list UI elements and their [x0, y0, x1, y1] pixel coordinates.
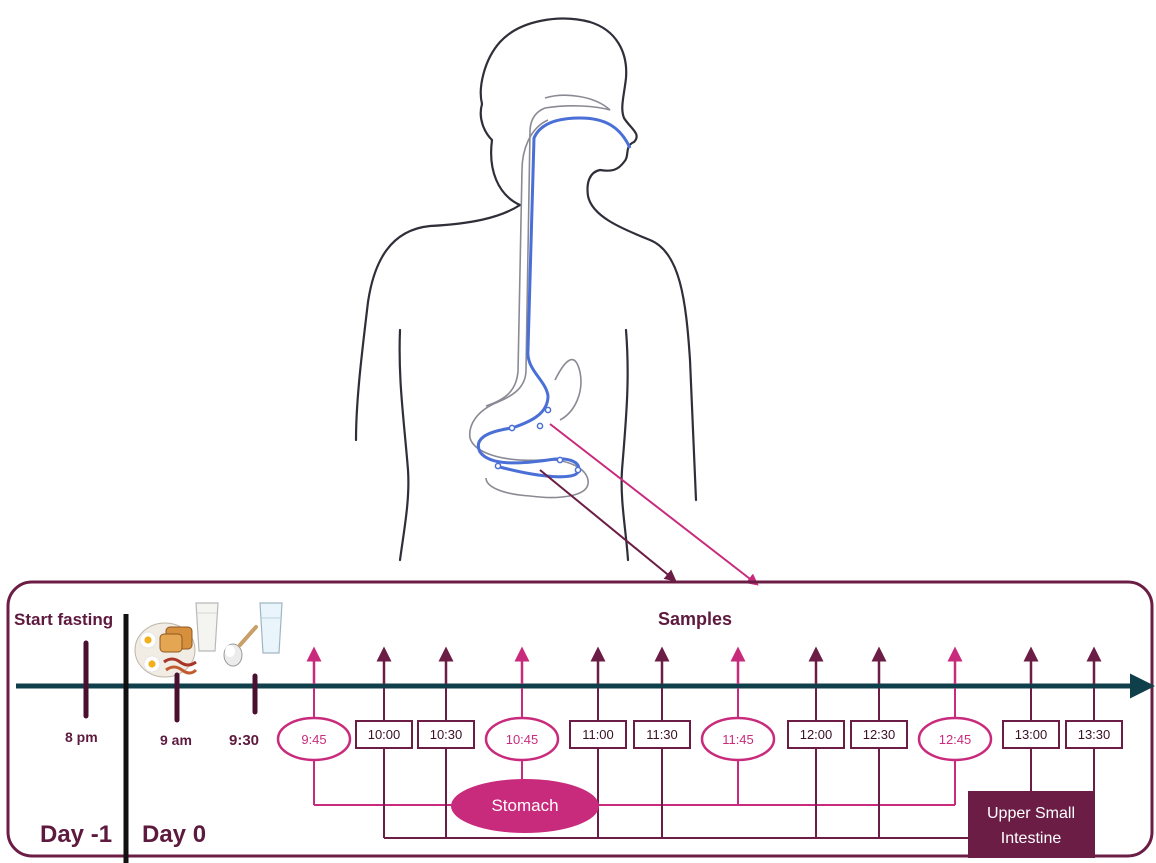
sample-intestine: 12:30	[851, 654, 907, 838]
day-minus1-label: Day -1	[40, 821, 112, 848]
time-label-9am: 9 am	[160, 732, 192, 748]
intestine-badge	[968, 791, 1095, 858]
sample-time-label: 12:45	[939, 732, 972, 747]
sample-time-label: 10:00	[368, 727, 401, 742]
flour-scoop-icon	[224, 627, 256, 666]
sample-time-label: 12:30	[863, 727, 896, 742]
gi-tract	[470, 95, 630, 497]
intestine-label-line2: Intestine	[1001, 830, 1062, 847]
sample-intestine: 10:00	[356, 654, 412, 838]
human-silhouette	[356, 19, 696, 560]
breakfast-plate-icon	[135, 623, 196, 677]
sample-time-label: 10:30	[430, 727, 463, 742]
time-label-8pm: 8 pm	[65, 729, 98, 745]
sample-stomach: 9:45	[278, 654, 350, 805]
sample-time-label: 13:00	[1015, 727, 1048, 742]
samples-title: Samples	[658, 609, 732, 629]
water-glass-icon	[260, 603, 282, 653]
stomach-label: Stomach	[491, 796, 558, 815]
sample-time-label: 13:30	[1078, 727, 1111, 742]
time-label-930: 9:30	[229, 732, 259, 749]
sample-intestine: 11:30	[634, 654, 690, 838]
intestine-callout-arrow	[540, 470, 672, 578]
sample-intestine: 12:00	[788, 654, 844, 838]
sample-stomach: 12:45	[919, 654, 991, 805]
sample-time-label: 9:45	[301, 732, 326, 747]
sample-time-label: 11:45	[722, 732, 754, 747]
sample-time-label: 11:30	[646, 727, 678, 742]
sample-time-label: 10:45	[506, 732, 539, 747]
sample-time-label: 12:00	[800, 727, 833, 742]
intestine-label-line1: Upper Small	[987, 805, 1075, 822]
sample-time-label: 11:00	[582, 727, 614, 742]
day0-label: Day 0	[142, 821, 206, 848]
start-fasting-label: Start fasting	[14, 610, 113, 629]
sample-stomach: 11:45	[702, 654, 774, 805]
milk-glass-icon	[196, 603, 218, 651]
